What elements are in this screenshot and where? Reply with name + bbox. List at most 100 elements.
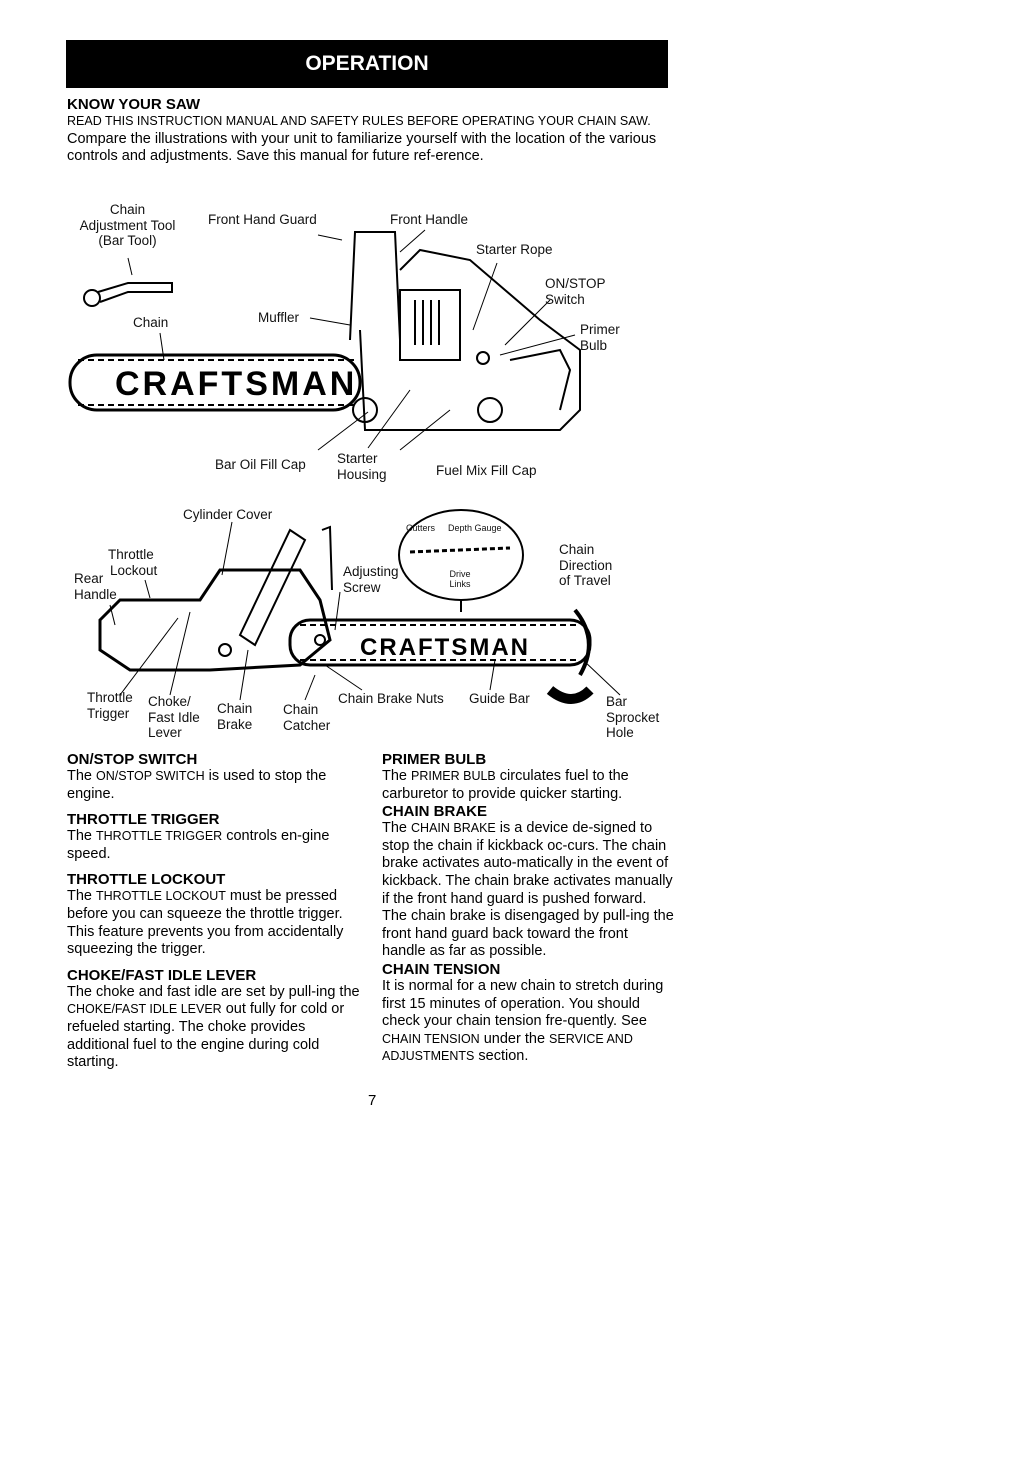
body-text: section. bbox=[474, 1048, 529, 1065]
label-cylinder-cover: Cylinder Cover bbox=[183, 507, 273, 522]
label-drive-links: Drive Links bbox=[445, 569, 475, 589]
label-bar-oil: Bar Oil Fill Cap bbox=[215, 457, 306, 472]
label-line: Screw bbox=[343, 579, 381, 595]
label-throttle-trigger: Throttle Trigger bbox=[87, 690, 133, 721]
label-line: Adjustment Tool bbox=[79, 217, 176, 233]
section-heading: CHOKE/FAST IDLE LEVER bbox=[67, 966, 257, 984]
label-line: Chain bbox=[283, 702, 319, 717]
label-line: Switch bbox=[545, 291, 585, 307]
body-caps: THROTTLE TRIGGER bbox=[96, 829, 223, 844]
body-text: The bbox=[67, 768, 97, 784]
body-caps: CHAIN TENSION bbox=[382, 1031, 480, 1046]
label-line: of Travel bbox=[559, 573, 611, 588]
section-throttle-lockout: THROTTLE LOCKOUT The THROTTLE LOCKOUT mu… bbox=[67, 871, 367, 958]
label-line: Bulb bbox=[580, 337, 608, 353]
label-starter-rope: Starter Rope bbox=[476, 242, 553, 257]
label-line: Brake bbox=[217, 716, 253, 732]
section-body: The choke and fast idle are set by pull-… bbox=[67, 984, 367, 1072]
label-chain-direction: Chain Direction of Travel bbox=[559, 542, 612, 589]
label-line: Direction bbox=[559, 557, 613, 573]
label-line: Throttle bbox=[87, 690, 133, 705]
section-body: The THROTTLE LOCKOUT must be pressed bef… bbox=[67, 888, 367, 958]
label-front-hand-guard: Front Hand Guard bbox=[208, 212, 317, 227]
section-heading: THROTTLE LOCKOUT bbox=[67, 871, 226, 889]
label-choke-lever: Choke/ Fast Idle Lever bbox=[148, 694, 200, 741]
section-heading: ON/STOP SWITCH bbox=[67, 751, 198, 768]
intro-block: KNOW YOUR SAW READ THIS INSTRUCTION MANU… bbox=[67, 96, 670, 166]
label-line: Chain bbox=[217, 701, 253, 716]
label-cutters: Cutters bbox=[406, 523, 436, 533]
section-body: It is normal for a new chain to stretch … bbox=[382, 978, 674, 1066]
label-line: Links bbox=[449, 579, 471, 589]
chain-adjustment-tool-icon bbox=[83, 282, 173, 307]
left-column: ON/STOP SWITCH The ON/STOP SWITCH is use… bbox=[67, 751, 367, 1080]
section-on-stop: ON/STOP SWITCH The ON/STOP SWITCH is use… bbox=[67, 751, 367, 803]
saw-top-view bbox=[68, 231, 581, 431]
body-text: circulates fuel to the carburetor to pro… bbox=[382, 768, 629, 802]
label-brake-nuts: Chain Brake Nuts bbox=[338, 691, 444, 706]
body-text: It is normal for a new chain to stretch … bbox=[382, 977, 664, 1030]
label-line: ON/STOP bbox=[545, 276, 606, 291]
label-chain: Chain bbox=[133, 315, 169, 330]
label-line: Lever bbox=[148, 725, 182, 740]
label-line: Hole bbox=[606, 725, 634, 740]
label-line: Catcher bbox=[283, 717, 331, 733]
right-column: PRIMER BULB The PRIMER BULB circulates f… bbox=[382, 751, 674, 1066]
body-text: controls en-gine speed. bbox=[67, 828, 330, 862]
label-rear-handle: Rear Handle bbox=[74, 571, 117, 602]
intro-heading: KNOW YOUR SAW bbox=[67, 96, 201, 113]
body-text: The bbox=[67, 888, 97, 905]
body-text: must be pressed before you can squeeze t… bbox=[67, 888, 344, 958]
section-heading: PRIMER BULB bbox=[382, 751, 487, 768]
body-caps: CHOKE/FAST IDLE LEVER bbox=[67, 1002, 222, 1017]
intro-caps: READ THIS INSTRUCTION MANUAL AND SAFETY … bbox=[67, 114, 651, 128]
label-line: Bar bbox=[606, 694, 628, 709]
label-depth-gauge: Depth Gauge bbox=[448, 523, 502, 533]
section-heading: CHAIN BRAKE bbox=[382, 803, 487, 821]
section-choke: CHOKE/FAST IDLE LEVER The choke and fast… bbox=[67, 967, 367, 1072]
section-throttle-trigger: THROTTLE TRIGGER The THROTTLE TRIGGER co… bbox=[67, 811, 367, 863]
label-sprocket-hole: Bar Sprocket Hole bbox=[606, 694, 659, 741]
label-starter-housing: Starter Housing bbox=[337, 451, 387, 482]
header-title: OPERATION bbox=[305, 52, 429, 75]
body-caps: PRIMER BULB bbox=[411, 769, 496, 783]
body-text: out fully for cold or refueled starting.… bbox=[67, 1001, 345, 1071]
body-text: The bbox=[67, 828, 97, 845]
body-caps: ON/STOP SWITCH bbox=[96, 769, 205, 783]
body-caps: THROTTLE LOCKOUT bbox=[96, 889, 226, 904]
saw-brand-2: CRAFTSMAN bbox=[360, 634, 530, 661]
label-line: Housing bbox=[337, 466, 387, 482]
body-text: The bbox=[382, 768, 412, 784]
label-muffler: Muffler bbox=[258, 310, 300, 325]
intro-text: READ THIS INSTRUCTION MANUAL AND SAFETY … bbox=[67, 113, 670, 166]
label-fuel-mix: Fuel Mix Fill Cap bbox=[436, 463, 537, 478]
label-line: Handle bbox=[74, 586, 117, 602]
label-line: Chain bbox=[109, 202, 146, 217]
body-text: The choke and fast idle are set by pull-… bbox=[67, 983, 360, 1000]
saw-brand-1: CRAFTSMAN bbox=[115, 365, 357, 403]
page-number: 7 bbox=[368, 1092, 377, 1109]
label-line: Trigger bbox=[87, 705, 130, 721]
label-chain-brake: Chain Brake bbox=[217, 701, 252, 732]
body-caps: SERVICE AND ADJUSTMENTS bbox=[382, 1031, 633, 1064]
label-line: Drive bbox=[449, 569, 471, 579]
label-chain-tool: Chain Adjustment Tool (Bar Tool) bbox=[70, 202, 185, 249]
label-chain-catcher: Chain Catcher bbox=[283, 702, 330, 733]
intro-body: Compare the illustrations with your unit… bbox=[67, 130, 657, 165]
label-line: (Bar Tool) bbox=[98, 233, 157, 248]
label-front-handle: Front Handle bbox=[390, 212, 469, 227]
body-text: under the bbox=[479, 1030, 550, 1047]
section-chain-brake: CHAIN BRAKE The CHAIN BRAKE is a device … bbox=[382, 803, 674, 961]
label-line: Choke/ bbox=[148, 694, 191, 709]
section-body: The CHAIN BRAKE is a device de-signed to… bbox=[382, 820, 674, 961]
section-heading: CHAIN TENSION bbox=[382, 960, 501, 978]
body-caps: CHAIN BRAKE bbox=[411, 821, 496, 836]
label-guide-bar: Guide Bar bbox=[469, 691, 530, 706]
section-heading: THROTTLE TRIGGER bbox=[67, 811, 220, 829]
section-body: The THROTTLE TRIGGER controls en-gine sp… bbox=[67, 828, 367, 863]
label-line: Chain bbox=[559, 542, 595, 557]
label-line: Primer bbox=[580, 322, 620, 337]
section-primer: PRIMER BULB The PRIMER BULB circulates f… bbox=[382, 751, 674, 803]
section-body: The ON/STOP SWITCH is used to stop the e… bbox=[67, 768, 367, 803]
